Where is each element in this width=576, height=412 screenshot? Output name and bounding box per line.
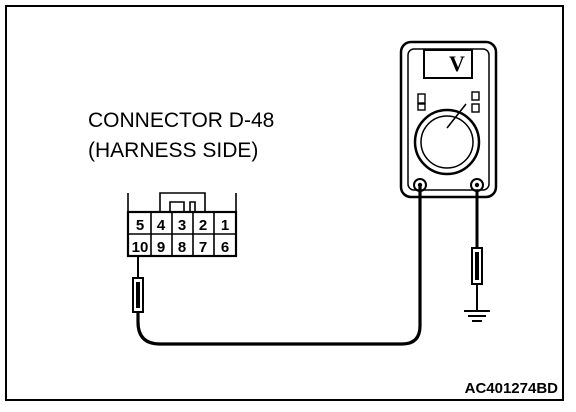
meter-left-jack-center [417, 182, 423, 188]
meter-switch-icon [471, 103, 480, 113]
meter-unit-label: V [449, 51, 465, 76]
ground-probe-grip [475, 252, 479, 280]
pin-label: 9 [157, 239, 165, 256]
meter-rotary-dial [413, 108, 481, 176]
meter-switch-icon [417, 93, 426, 104]
meter-body [399, 40, 498, 199]
pin-label: 2 [199, 217, 207, 234]
pin-label: 10 [132, 239, 149, 256]
voltmeter [399, 40, 498, 199]
test-lead-wire [136, 186, 422, 346]
connector-lock-notch-right [189, 201, 196, 212]
connector-title: CONNECTOR D-48 [88, 109, 275, 132]
meter-switch-icon [471, 91, 480, 101]
connector-subtitle: (HARNESS SIDE) [88, 139, 259, 162]
meter-switch-icon [417, 103, 426, 111]
meter-right-jack-center [474, 182, 480, 188]
ground-icon [464, 310, 490, 322]
connector-d48 [126, 192, 238, 258]
pin-label: 5 [136, 217, 144, 234]
probe-handle-grip [136, 282, 140, 308]
pin-label: 6 [221, 239, 229, 256]
meter-dial-pointer [446, 103, 467, 129]
pin-label: 7 [199, 239, 207, 256]
meter-display [423, 49, 473, 79]
connector-pin-labels: 5 4 3 2 1 10 9 8 7 6 [132, 217, 230, 256]
pin-label: 1 [221, 217, 229, 234]
connector-lock-notch-left [169, 201, 185, 212]
meter-left-jack [413, 178, 427, 192]
connector-lock-key [159, 192, 206, 212]
connector-probe [132, 255, 144, 313]
meter-dial-inner [420, 115, 474, 169]
pin-label: 4 [157, 217, 166, 234]
pin-label: 3 [178, 217, 186, 234]
ground-lead [471, 190, 483, 310]
diagram-id: AC401274BD [464, 380, 558, 397]
pin-label: 8 [178, 239, 186, 256]
